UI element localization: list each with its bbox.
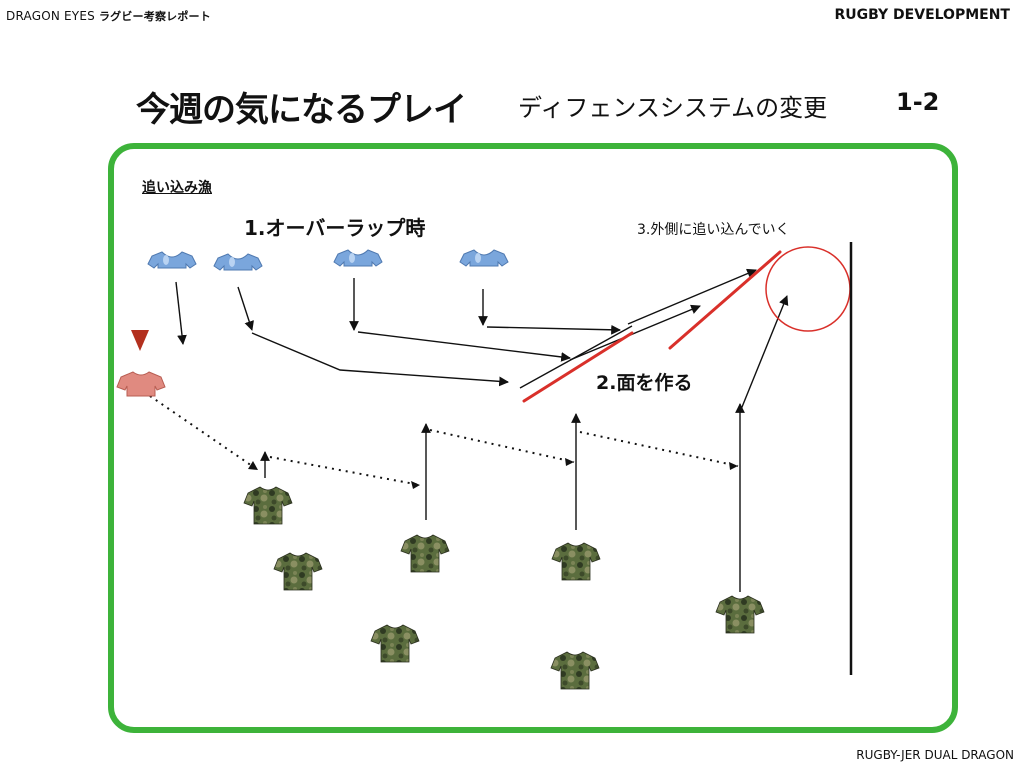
header-left: DRAGON EYES ラグビー考察レポート: [6, 8, 211, 24]
page-number: 1-2: [896, 88, 940, 116]
camo-shirt-icon: [550, 651, 600, 690]
camo-shirt-icon: [370, 624, 420, 663]
page-title: 今週の気になるプレイ: [136, 90, 467, 130]
defender-shirt-icon: [459, 249, 509, 267]
step-label-push-outside: 3.外側に追い込んでいく: [637, 222, 790, 238]
defender-shirt-icon: [147, 251, 197, 269]
triangle-marker-icon: [131, 330, 149, 351]
header-subtitle: ラグビー考察レポート: [98, 10, 211, 23]
camo-shirt-icon: [243, 486, 293, 525]
ball-carrier-shirt-icon: [116, 371, 166, 397]
section-label: 追い込み漁: [142, 180, 212, 196]
step-label-form-line: 2.面を作る: [596, 372, 693, 394]
footer-credit: RUGBY-JER DUAL DRAGON: [856, 748, 1014, 762]
camo-shirt-icon: [551, 542, 601, 581]
camo-shirt-icon: [400, 534, 450, 573]
defender-shirt-icon: [333, 249, 383, 267]
step-label-overlap: 1.オーバーラップ時: [244, 216, 426, 240]
camo-shirt-icon: [273, 552, 323, 591]
camo-shirt-icon: [715, 595, 765, 634]
defender-shirt-icon: [213, 253, 263, 271]
header-brand: DRAGON EYES: [6, 9, 95, 23]
page-subtitle: ディフェンスシステムの変更: [518, 94, 828, 122]
diagram-frame: [108, 143, 958, 733]
header-right: RUGBY DEVELOPMENT: [834, 7, 1011, 23]
